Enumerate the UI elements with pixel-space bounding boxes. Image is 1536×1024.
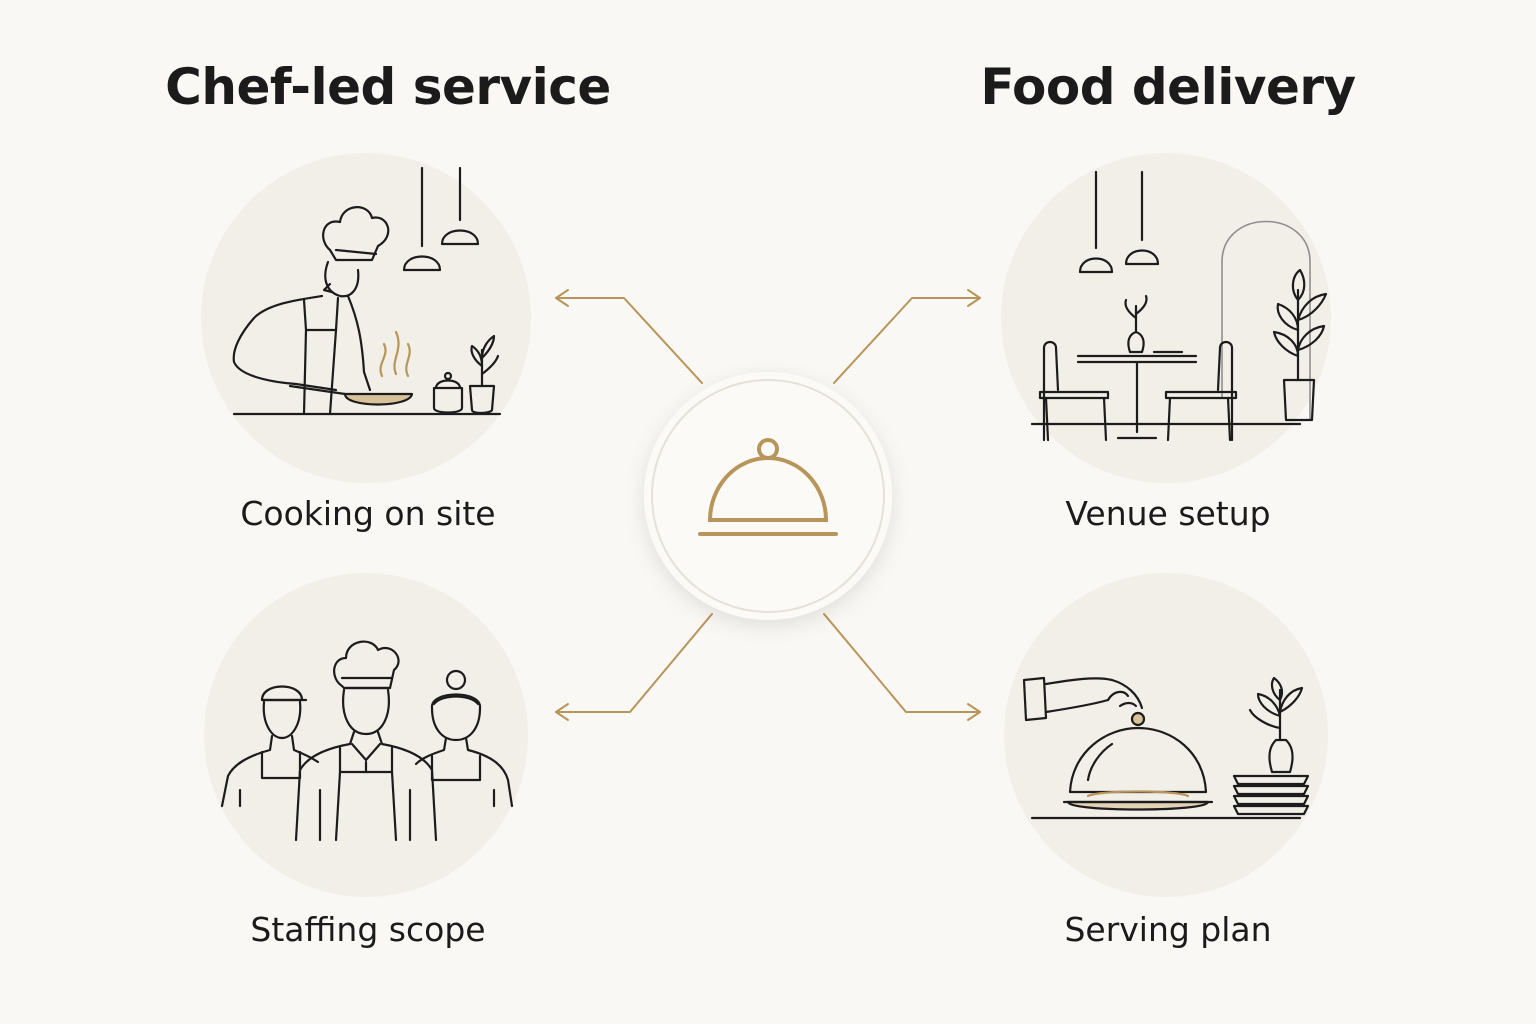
- chef-cooking-icon: [232, 166, 502, 416]
- label-staffing-scope: Staffing scope: [250, 910, 486, 949]
- label-venue-setup: Venue setup: [1065, 494, 1271, 533]
- label-serving-plan: Serving plan: [1064, 910, 1272, 949]
- title-chef-led-service: Chef-led service: [165, 58, 611, 116]
- arrow-to-serving: [823, 613, 981, 721]
- cooking-on-site-node: [201, 153, 531, 483]
- serving-cloche-icon: [1022, 676, 1310, 820]
- venue-setup-node: [1001, 153, 1331, 483]
- staffing-scope-node: [204, 573, 528, 897]
- center-hub: [644, 372, 892, 620]
- serving-plan-node: [1004, 573, 1328, 897]
- dining-table-icon: [1030, 170, 1328, 442]
- arrow-to-staffing: [555, 613, 713, 721]
- cloche-icon: [698, 438, 838, 536]
- kitchen-staff-icon: [220, 640, 514, 842]
- label-cooking-on-site: Cooking on site: [240, 494, 496, 533]
- arrow-to-venue: [833, 289, 981, 384]
- arrow-to-cooking: [555, 289, 703, 384]
- title-food-delivery: Food delivery: [980, 58, 1356, 116]
